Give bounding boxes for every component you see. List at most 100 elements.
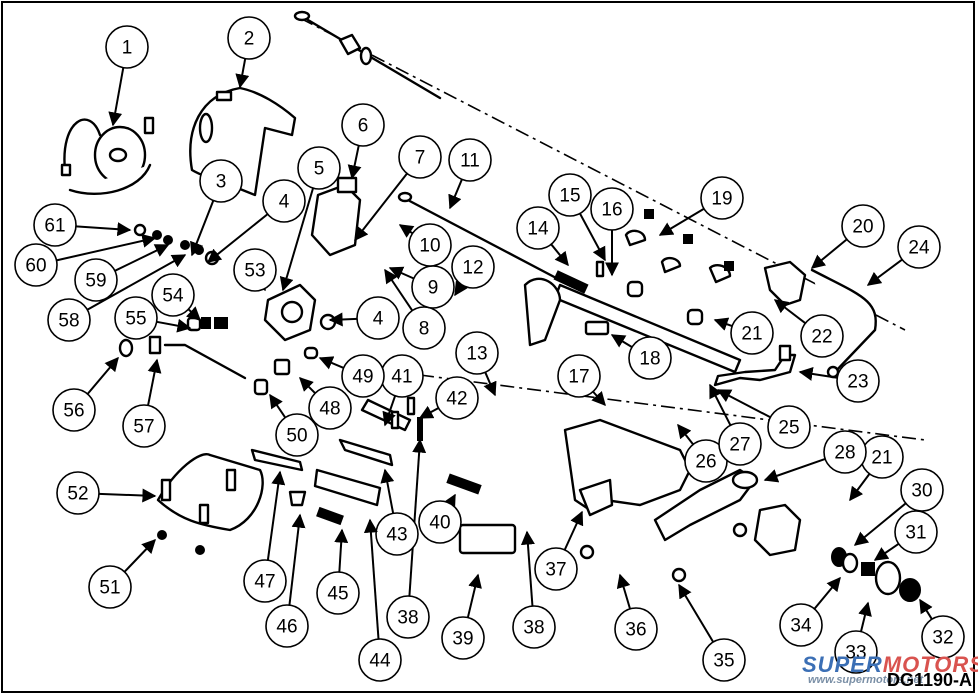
switch-connector-parts xyxy=(118,313,337,396)
callout-circle xyxy=(441,616,485,660)
watermark-brand: SUPERMOTORS xyxy=(802,652,978,678)
callout-number: 2 xyxy=(244,29,255,50)
lower-bracket-part xyxy=(563,418,692,517)
callout-leader-arrow xyxy=(354,172,408,242)
callout-leader-arrow xyxy=(123,538,156,573)
callout-circle xyxy=(718,422,762,466)
callout-circle xyxy=(47,298,91,342)
callout-21: 21 xyxy=(713,311,774,355)
callout-number: 20 xyxy=(852,217,873,238)
callout-50: 50 xyxy=(269,393,319,457)
column-axis-line xyxy=(299,17,906,331)
callout-circle xyxy=(122,404,166,448)
lock-cylinder-housing-part xyxy=(263,283,317,342)
callout-14: 14 xyxy=(516,206,569,267)
callout-23: 23 xyxy=(798,359,880,403)
callout-circle xyxy=(418,500,462,544)
callout-41: 41 xyxy=(380,354,424,427)
callout-number: 1 xyxy=(122,38,133,59)
column-tube-part xyxy=(523,277,742,374)
callout-leader-arrow xyxy=(853,502,907,546)
callout-circle xyxy=(702,638,746,682)
callout-49: 49 xyxy=(318,354,385,398)
callout-leader-arrow xyxy=(454,280,468,297)
callout-58: 58 xyxy=(47,254,187,342)
callout-34: 34 xyxy=(779,576,841,647)
callout-number: 4 xyxy=(373,309,384,330)
callout-leader-arrow xyxy=(108,67,125,127)
callout-number: 22 xyxy=(811,327,832,348)
callout-1: 1 xyxy=(105,25,149,127)
shift-cable xyxy=(293,10,442,100)
callout-circle xyxy=(233,248,277,292)
callout-number: 40 xyxy=(429,513,450,534)
callout-circle xyxy=(341,103,385,147)
watermark-brand-part1: SUPER xyxy=(802,652,883,677)
callout-number: 31 xyxy=(905,523,926,544)
callout-44: 44 xyxy=(358,518,402,682)
callout-number: 32 xyxy=(932,628,953,649)
callout-circle xyxy=(151,273,195,317)
callout-number: 12 xyxy=(462,258,483,279)
callout-60: 60 xyxy=(14,233,157,287)
callout-circle xyxy=(516,206,560,250)
callout-circle xyxy=(730,311,774,355)
callout-number: 54 xyxy=(162,286,184,307)
callout-circle xyxy=(628,336,672,380)
figure-code: DG1190-A xyxy=(886,670,972,690)
callout-59: 59 xyxy=(74,244,170,302)
callout-leader-arrow xyxy=(919,598,933,620)
callout-circle xyxy=(900,468,944,512)
callout-circle xyxy=(33,203,77,247)
callout-number: 16 xyxy=(601,200,622,221)
callout-circle xyxy=(512,605,556,649)
callout-leader-arrow xyxy=(269,393,287,419)
callout-circle xyxy=(823,430,867,474)
callout-leader-arrow xyxy=(810,238,848,269)
callout-17: 17 xyxy=(557,354,606,407)
callout-leader-arrow xyxy=(709,383,732,426)
callout-leader-arrow xyxy=(206,213,269,263)
callout-circle xyxy=(435,376,479,420)
callout-circle xyxy=(52,388,96,432)
callout-number: 35 xyxy=(713,651,734,672)
callout-number: 48 xyxy=(319,399,340,420)
callout-leader-arrow xyxy=(266,470,286,561)
callout-19: 19 xyxy=(658,176,744,236)
callout-number: 23 xyxy=(847,372,868,393)
callout-4: 4 xyxy=(328,296,400,340)
callout-circle xyxy=(316,571,360,615)
end-cap-assembly-part xyxy=(753,503,921,602)
callout-46: 46 xyxy=(265,513,309,648)
callout-leader-arrow xyxy=(442,493,456,510)
callout-circle xyxy=(800,314,844,358)
lower-axis-line xyxy=(419,374,926,441)
callout-circle xyxy=(841,204,885,248)
callout-61: 61 xyxy=(33,203,132,247)
callout-number: 47 xyxy=(254,572,275,593)
callout-circle xyxy=(14,243,58,287)
callout-number: 28 xyxy=(834,443,855,464)
callout-6: 6 xyxy=(341,103,385,180)
callout-circle xyxy=(767,405,811,449)
callout-circle xyxy=(897,225,941,269)
callout-25: 25 xyxy=(716,389,811,449)
callout-number: 43 xyxy=(386,525,407,546)
callout-number: 10 xyxy=(419,236,440,257)
callout-number: 41 xyxy=(391,367,412,388)
callout-circle xyxy=(243,559,287,603)
callout-circle xyxy=(834,630,878,674)
callout-38: 38 xyxy=(386,438,430,639)
callout-38: 38 xyxy=(512,530,556,649)
callout-number: 49 xyxy=(352,367,373,388)
callout-leader-arrow xyxy=(563,510,584,551)
tilt-actuator-part xyxy=(763,260,807,307)
callout-leader-arrow xyxy=(318,356,345,370)
callout-number: 24 xyxy=(908,238,930,259)
callout-number: 7 xyxy=(415,148,426,169)
callout-8: 8 xyxy=(384,268,446,350)
callout-circle xyxy=(455,331,499,375)
callout-circle xyxy=(402,306,446,350)
mounting-bracket-part xyxy=(653,468,759,542)
